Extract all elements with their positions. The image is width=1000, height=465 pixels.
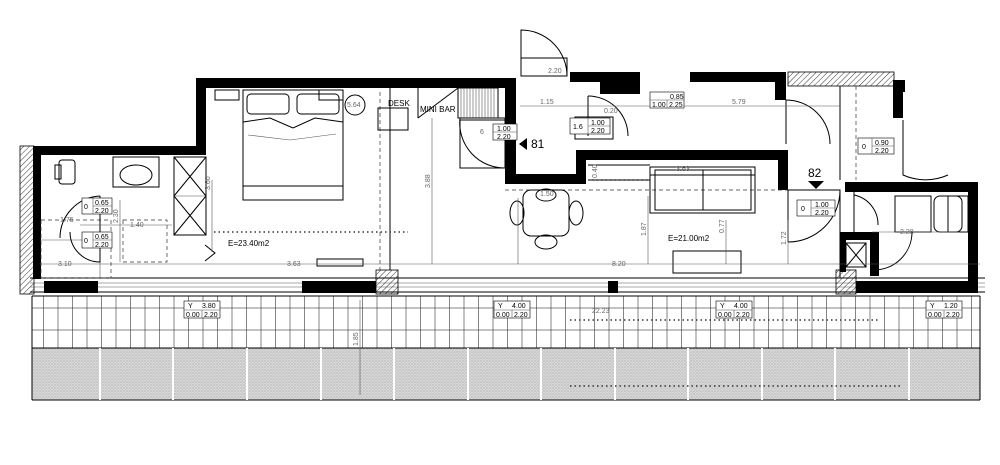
svg-text:2.20: 2.20 — [95, 208, 109, 215]
svg-text:0.00: 0.00 — [928, 312, 942, 319]
dim-11: 2.28 — [900, 229, 914, 236]
dim-10: 1.72 — [781, 231, 788, 245]
dim-9: 0.77 — [719, 219, 726, 233]
svg-text:1.00: 1.00 — [497, 126, 511, 133]
window-tag: Y 4.00 0.00 2.20 — [493, 300, 531, 319]
svg-text:Y: Y — [188, 303, 193, 310]
unit-marker-81: 81 — [519, 137, 545, 151]
double-bed — [214, 89, 344, 201]
svg-text:Y: Y — [930, 303, 935, 310]
svg-text:Y: Y — [498, 303, 503, 310]
label-door-head: 2.20 — [548, 68, 562, 75]
svg-text:0: 0 — [862, 144, 866, 151]
planter-dividers — [99, 348, 910, 400]
svg-text:2.20: 2.20 — [204, 312, 218, 319]
dim-15: 3.10 — [58, 261, 72, 268]
svg-text:1.00: 1.00 — [652, 102, 666, 109]
dim-20: 0.20 — [604, 108, 618, 115]
door-tag: 0 0.90 2.20 — [857, 137, 895, 155]
toilet-left — [54, 159, 76, 185]
unit-marker-82: 82 — [808, 166, 824, 189]
svg-text:0.00: 0.00 — [186, 312, 200, 319]
svg-text:1.00: 1.00 — [591, 120, 605, 127]
svg-text:2.25: 2.25 — [669, 102, 683, 109]
area-living: E=21.00m2 — [668, 234, 710, 243]
svg-text:2.20: 2.20 — [736, 312, 750, 319]
door-tags: 0.85 1.00 2.25 1.00 2.20 1.6 1.00 2.20 0… — [81, 91, 895, 249]
door-tag: 0 1.00 2.20 — [796, 199, 836, 217]
svg-text:0.65: 0.65 — [95, 200, 109, 207]
svg-text:0.65: 0.65 — [95, 234, 109, 241]
door-tag: 1.00 2.20 — [492, 123, 518, 141]
dim-6: 0.40 — [592, 164, 599, 178]
svg-text:0: 0 — [84, 204, 88, 211]
svg-text:0.00: 0.00 — [718, 312, 732, 319]
dim-16: 3.63 — [287, 261, 301, 268]
svg-text:1.20: 1.20 — [944, 303, 958, 310]
svg-text:2.20: 2.20 — [95, 242, 109, 249]
plan-labels: E=23.40m2 E=21.00m2 DESK MINI BAR 5.64 2… — [58, 68, 914, 346]
washbasin-right — [894, 195, 932, 233]
svg-text:1.00: 1.00 — [815, 202, 829, 209]
area-bedroom: E=23.40m2 — [228, 239, 270, 248]
door-tag: 1.6 1.00 2.20 — [569, 117, 611, 135]
mini-bar-unit — [457, 87, 499, 119]
dim-3: 3.60 — [205, 176, 212, 190]
dining-set — [509, 188, 584, 250]
partitions — [40, 86, 857, 279]
label-side-table: 5.64 — [347, 102, 361, 109]
dim-12: 1.40 — [130, 222, 144, 229]
svg-text:4.00: 4.00 — [512, 303, 526, 310]
window-tag: Y 3.80 0.00 2.20 — [183, 300, 221, 319]
svg-text:0.90: 0.90 — [875, 140, 889, 147]
dimension-lines — [40, 105, 980, 265]
sofa — [649, 166, 756, 214]
svg-text:3.80: 3.80 — [202, 303, 216, 310]
dim-17: 8.20 — [612, 261, 626, 268]
sink-left — [112, 156, 160, 188]
walls — [33, 71, 978, 290]
svg-text:1.6: 1.6 — [573, 124, 583, 131]
toilet-right — [933, 195, 969, 233]
window-tag: Y 4.00 0.00 2.20 — [715, 300, 753, 319]
shower-tray — [122, 219, 168, 263]
label-mini-bar: MINI BAR — [420, 105, 456, 114]
tv-unit — [672, 250, 742, 274]
unit-number-82: 82 — [808, 166, 822, 180]
dim-14: 1.75 — [60, 217, 74, 224]
svg-text:4.00: 4.00 — [734, 303, 748, 310]
window-tag: Y 1.20 0.00 2.20 — [925, 300, 963, 319]
dim-19: 1.85 — [353, 332, 360, 346]
dim-4: 3.88 — [425, 174, 432, 188]
dim-18: 22.23 — [592, 308, 610, 315]
svg-text:2.20: 2.20 — [815, 210, 829, 217]
svg-text:2.20: 2.20 — [946, 312, 960, 319]
facade — [19, 145, 985, 295]
dim-7: 3.63 — [676, 166, 690, 173]
dim-13: 2.30 — [113, 209, 120, 223]
svg-text:0.00: 0.00 — [496, 312, 510, 319]
svg-text:2.20: 2.20 — [591, 128, 605, 135]
svg-text:2.20: 2.20 — [497, 134, 511, 141]
dim-2: 5.79 — [732, 99, 746, 106]
svg-text:0: 0 — [84, 238, 88, 245]
svg-text:0.85: 0.85 — [670, 94, 684, 101]
label-riser: 6 — [480, 129, 484, 136]
svg-text:0: 0 — [801, 206, 805, 213]
dim-5: 1.50 — [540, 191, 554, 198]
unit-number-81: 81 — [531, 137, 545, 151]
door-tag: 0.85 1.00 2.25 — [649, 91, 685, 109]
label-desk: DESK — [388, 99, 410, 108]
furniture — [40, 89, 969, 279]
svg-text:2.20: 2.20 — [514, 312, 528, 319]
svg-text:Y: Y — [720, 303, 725, 310]
door-tag: 0 0.65 2.20 — [81, 231, 113, 249]
svg-text:2.20: 2.20 — [875, 148, 889, 155]
window-tags: Y 3.80 0.00 2.20 Y 4.00 0.00 2.20 Y 4.00… — [183, 300, 963, 319]
side-table — [344, 94, 366, 116]
dim-8: 1.87 — [641, 222, 648, 236]
dim-1: 1.15 — [540, 99, 554, 106]
door-tag: 0 0.65 2.20 — [81, 197, 113, 215]
